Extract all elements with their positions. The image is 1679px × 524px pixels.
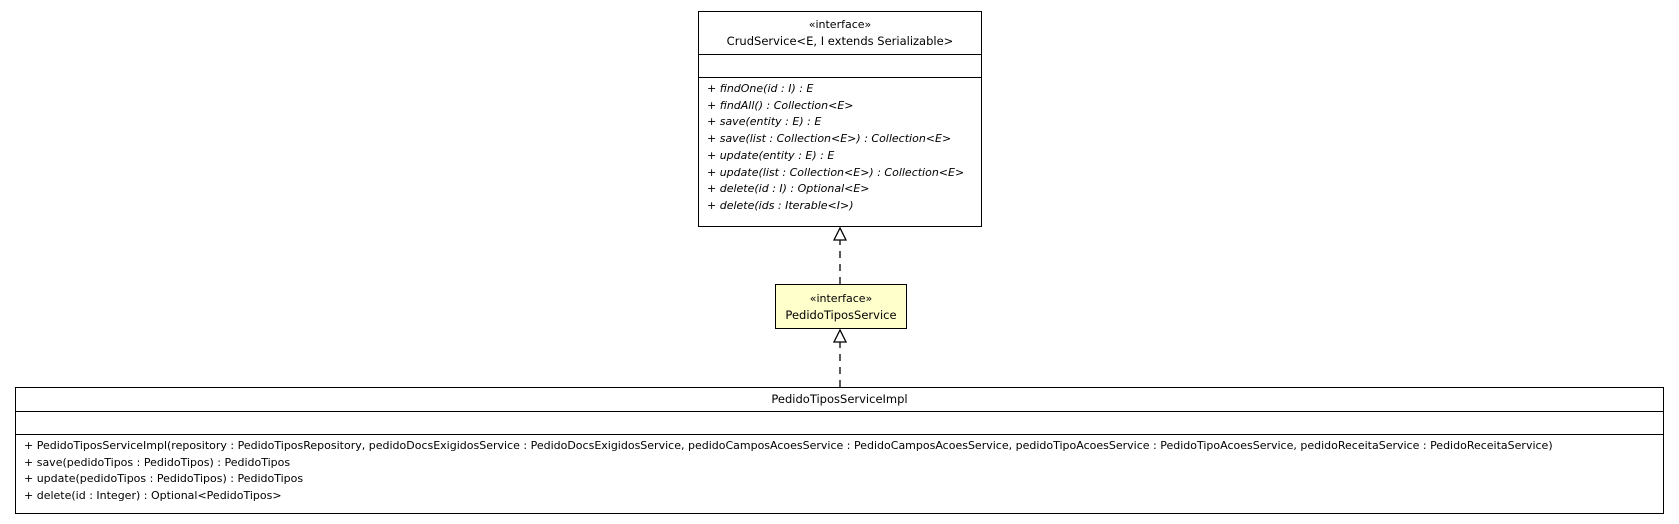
pedido-tipos-service-impl-box: PedidoTiposServiceImpl + PedidoTiposServ… [15,387,1664,514]
realization-arrow-service-to-crud [832,226,848,284]
crud-service-method: + update(entity : E) : E [707,148,835,162]
crud-service-method: + save(entity : E) : E [707,115,822,129]
pedido-tipos-service-impl-method: + delete(id : Integer) : Optional<Pedido… [24,489,282,503]
crud-service-method: + findOne(id : I) : E [707,82,814,95]
pedido-tipos-service-impl-methods-compartment: + PedidoTiposServiceImpl(repository : Pe… [16,435,1663,505]
crud-service-header: «interface» CrudService<E, I extends Ser… [699,12,981,55]
crud-service-method: + update(list : Collection<E>) : Collect… [707,165,965,179]
crud-service-method: + delete(id : I) : Optional<E> [707,182,870,196]
pedido-tipos-service-impl-name: PedidoTiposServiceImpl [771,392,908,406]
pedido-tipos-service-impl-header: PedidoTiposServiceImpl [16,388,1663,412]
pedido-tipos-service-header: «interface» PedidoTiposService [776,285,906,328]
crud-service-method: + save(list : Collection<E>) : Collectio… [707,132,952,146]
pedido-tipos-service-impl-fields-compartment [16,412,1663,435]
pedido-tipos-service-interface-box: «interface» PedidoTiposService [775,284,907,329]
crud-service-fields-compartment [699,55,981,78]
crud-service-method: + findAll() : Collection<E> [707,98,854,112]
crud-service-method: + delete(ids : Iterable<I>) [707,198,854,212]
pedido-tipos-service-impl-method: + PedidoTiposServiceImpl(repository : Pe… [24,439,1553,452]
crud-service-name: CrudService<E, I extends Serializable> [726,34,954,48]
pedido-tipos-service-stereotype: «interface» [809,291,873,305]
crud-service-interface-box: «interface» CrudService<E, I extends Ser… [698,11,982,227]
pedido-tipos-service-impl-method: + update(pedidoTipos : PedidoTipos) : Pe… [24,472,304,486]
crud-service-stereotype: «interface» [808,18,872,31]
pedido-tipos-service-name: PedidoTiposService [785,307,897,322]
realization-arrow-impl-to-service [832,328,848,387]
crud-service-methods-compartment: + findOne(id : I) : E + findAll() : Coll… [699,78,981,215]
pedido-tipos-service-impl-method: + save(pedidoTipos : PedidoTipos) : Pedi… [24,455,291,469]
